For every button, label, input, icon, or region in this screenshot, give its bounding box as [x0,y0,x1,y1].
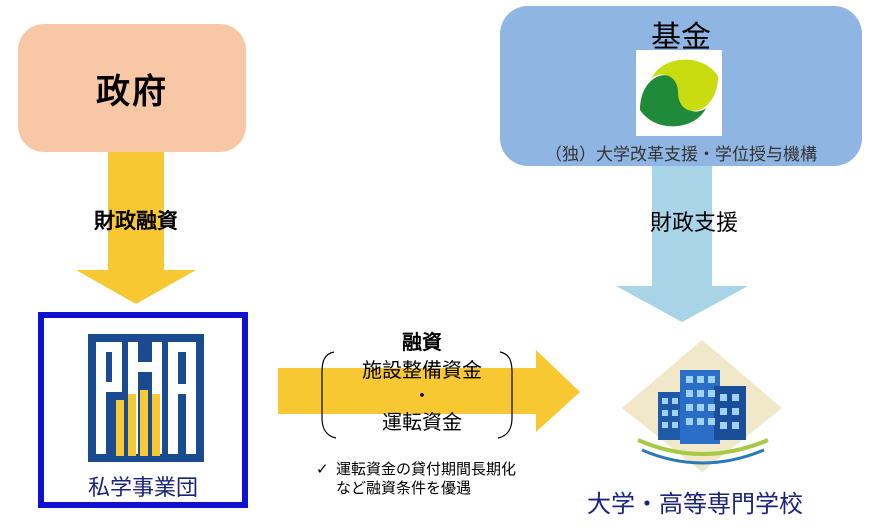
arrow-fund-label: 財政支援 [649,211,738,236]
loan-item-facility: 施設整備資金 [362,358,482,382]
school-building-icon [622,340,782,472]
bracket-left [321,351,337,439]
loan-item-operating: 運転資金 [382,410,462,434]
fund-subtitle: （独）大学改革支援・学位授与機構 [545,145,817,165]
arrow-gov-to-pmac [76,152,196,304]
arrow-gov-label: 財政融資 [94,209,178,233]
loan-title: 融資 [402,330,442,354]
loan-item-separator: ・ [413,386,431,407]
school-label: 大学・高等専門学校 [587,490,803,518]
pmac-box: 私学事業団 [38,312,248,508]
government-box: 政府 [18,24,246,152]
checkmark-icon: ✓ [316,460,329,478]
fund-title: 基金 [651,20,711,55]
pmac-label: 私学事業団 [87,476,198,501]
loan-note: 運転資金の貸付期間長期化など融資条件を優遇 [336,460,517,497]
fund-box: 基金 （独）大学改革支援・学位授与機構 [500,6,862,166]
pmac-logo-icon [88,334,204,462]
government-label: 政府 [96,71,168,112]
arrow-fund-to-school [616,166,748,322]
arrow-pmac-to-school [278,350,580,432]
bracket-right [497,351,513,439]
fund-logo-icon [636,50,722,136]
